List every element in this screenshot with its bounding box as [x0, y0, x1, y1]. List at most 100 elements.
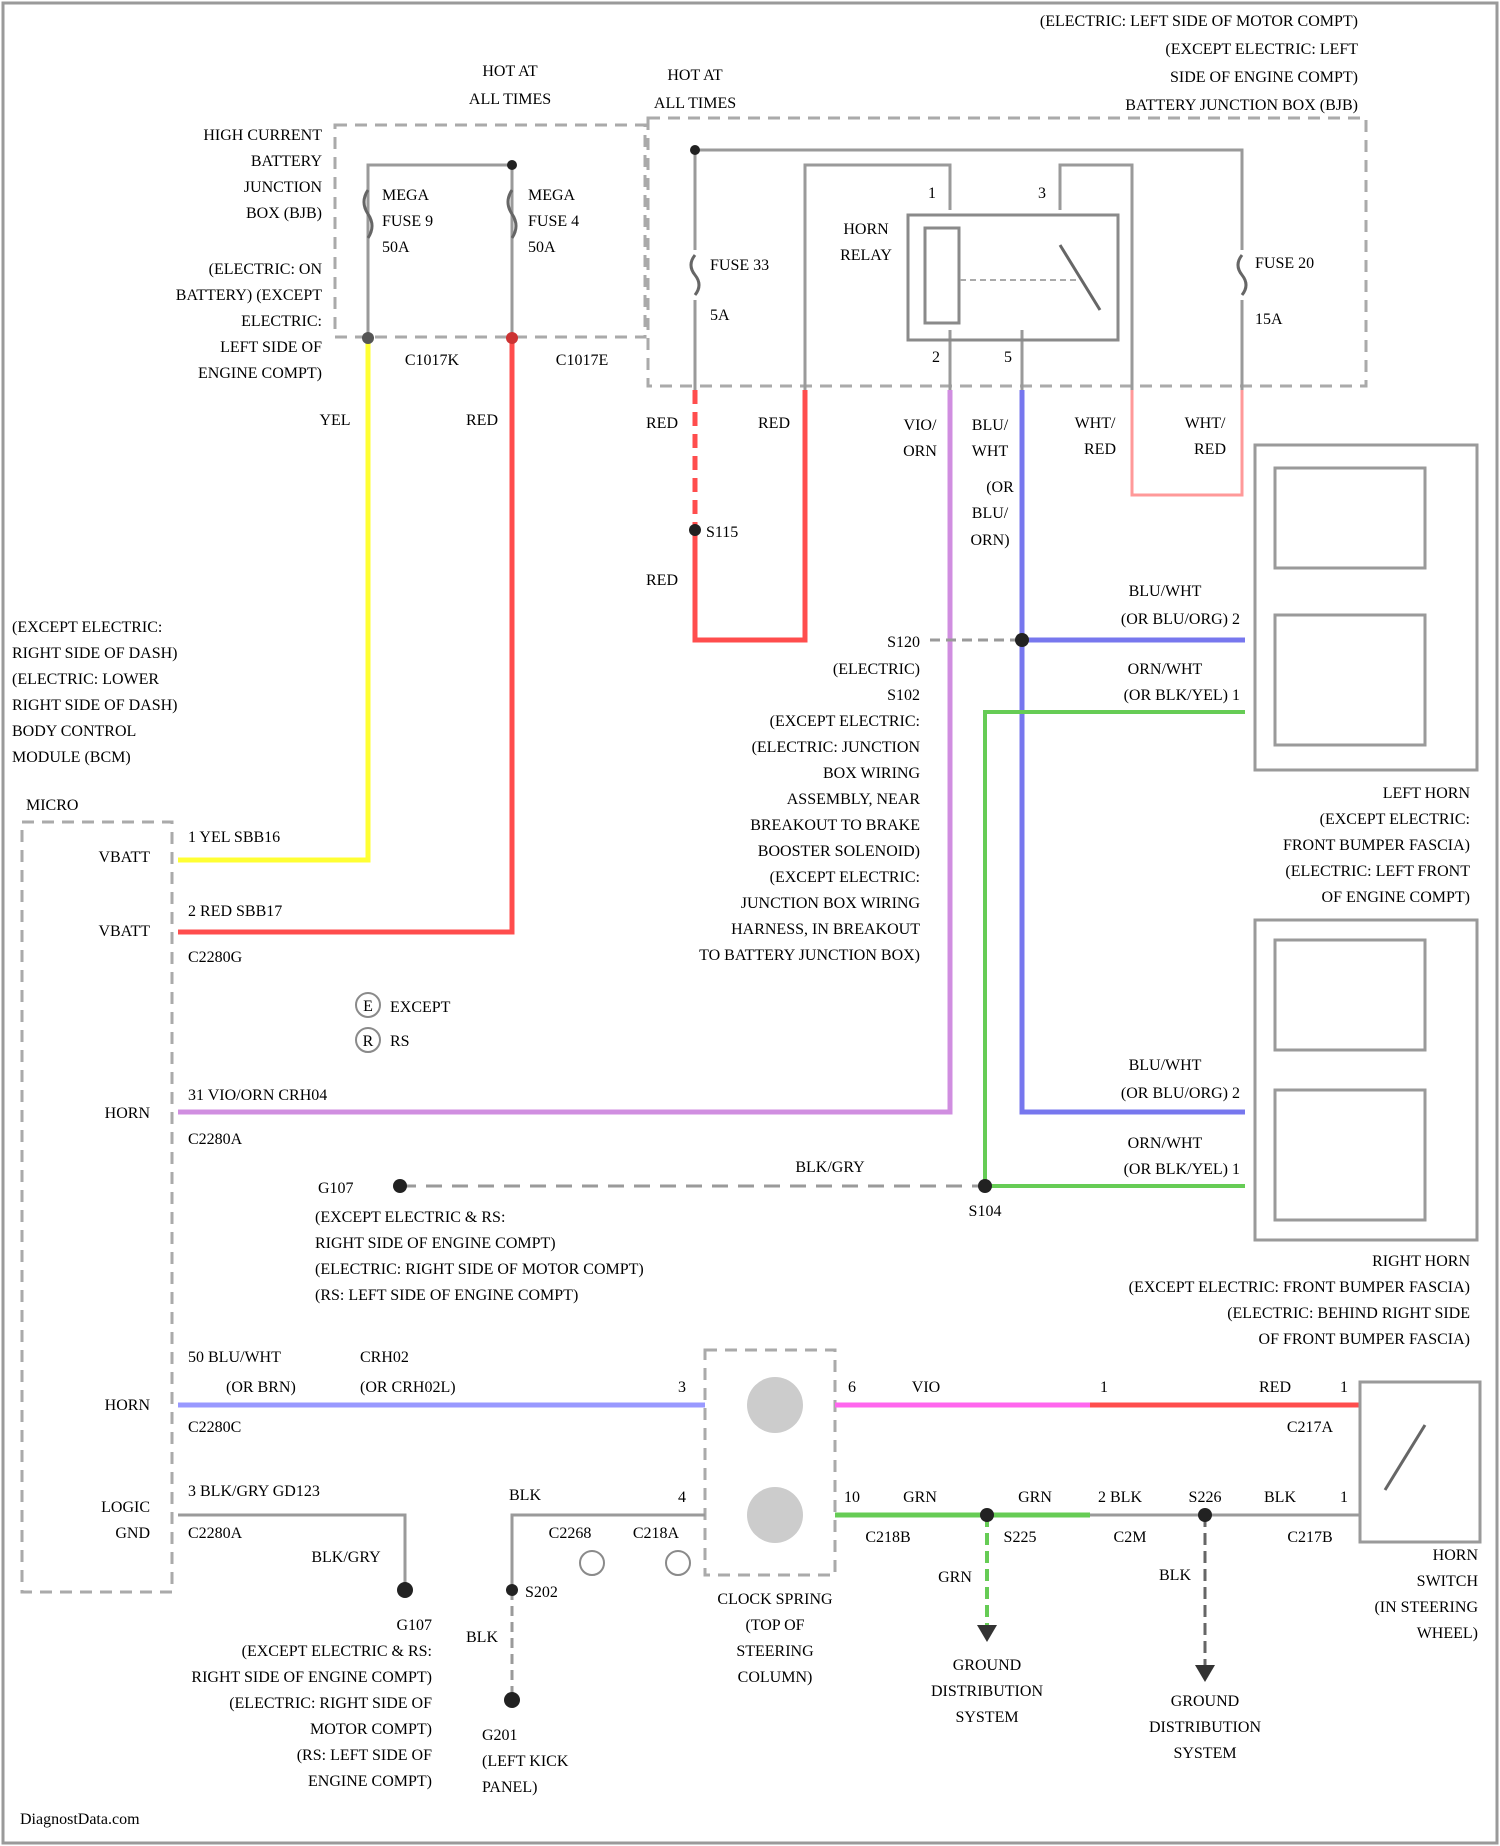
wire-label-vio2: VIO — [912, 1379, 940, 1396]
conn-c2280a: C2280A — [188, 1131, 243, 1148]
wire-label-blk4: BLK — [466, 1629, 498, 1646]
clock-spring-upper — [747, 1377, 803, 1433]
splice-note-11: HARNESS, IN BREAKOUT — [731, 921, 920, 938]
splice-s115 — [689, 524, 701, 536]
conn-c218a: C218A — [633, 1525, 680, 1542]
g201-1: G201 — [482, 1727, 518, 1744]
except-marker-letter: E — [363, 998, 373, 1015]
mega4-2: FUSE 4 — [528, 213, 579, 230]
right-horn-lower — [1275, 1090, 1425, 1220]
wire-label-red2: RED — [646, 415, 678, 432]
splice-s225 — [980, 1508, 994, 1522]
splice-note-7: BREAKOUT TO BRAKE — [750, 817, 920, 834]
g107-bottom: G107 — [396, 1617, 432, 1634]
bcm-4: RIGHT SIDE OF DASH) — [12, 697, 178, 714]
right-horn-outline — [1255, 920, 1477, 1240]
hcbjb-2: BATTERY — [251, 153, 323, 170]
hdr-bjb: BATTERY JUNCTION BOX (BJB) — [1125, 97, 1358, 114]
right-horn-2: (EXCEPT ELECTRIC: FRONT BUMPER FASCIA) — [1129, 1279, 1470, 1296]
splice-note-9: (EXCEPT ELECTRIC: — [770, 869, 920, 886]
bcm-1: (EXCEPT ELECTRIC: — [12, 619, 162, 636]
bcm-6: MODULE (BCM) — [12, 749, 131, 766]
splice-note-5: BOX WIRING — [823, 765, 920, 782]
wire-label-whtred2b: RED — [1194, 441, 1226, 458]
pin31-vio: 31 VIO/ORN CRH04 — [188, 1087, 327, 1104]
hcbjb-4: BOX (BJB) — [246, 205, 322, 222]
splice-s120 — [1015, 633, 1029, 647]
g107-bottom-4: MOTOR COMPT) — [310, 1721, 432, 1738]
except-label: EXCEPT — [390, 999, 451, 1016]
blkgry-mid: BLK/GRY — [795, 1159, 865, 1176]
horn-switch-2: SWITCH — [1417, 1573, 1479, 1590]
splice-note-12: TO BATTERY JUNCTION BOX) — [699, 947, 920, 964]
bcm-5: BODY CONTROL — [12, 723, 136, 740]
right-horn-1: RIGHT HORN — [1372, 1253, 1470, 1270]
right-horn-4: OF FRONT BUMPER FASCIA) — [1259, 1331, 1470, 1348]
hcbjb-6: BATTERY) (EXCEPT — [176, 287, 322, 304]
pin1-yel: 1 YEL SBB16 — [188, 829, 280, 846]
relay-pin5: 5 — [1004, 349, 1012, 366]
g201-2: (LEFT KICK — [482, 1753, 569, 1770]
crh02-a: CRH02 — [360, 1349, 409, 1366]
bcm-2: RIGHT SIDE OF DASH) — [12, 645, 178, 662]
c1017e: C1017E — [556, 352, 608, 369]
cs-pin4: 4 — [678, 1489, 686, 1506]
splice-s226 — [1198, 1508, 1212, 1522]
wire-label-wht: WHT — [972, 443, 1009, 460]
mega9-3: 50A — [382, 239, 410, 256]
conn-c2280c: C2280C — [188, 1419, 241, 1436]
g107-top-2: RIGHT SIDE OF ENGINE COMPT) — [315, 1235, 556, 1252]
high-current-bjb-box — [335, 125, 645, 337]
rh-bluwht: BLU/WHT — [1129, 1057, 1202, 1074]
conn-c218b: C218B — [865, 1529, 910, 1546]
c2268-marker — [580, 1551, 604, 1575]
g201-3: PANEL) — [482, 1779, 537, 1796]
mega4-1: MEGA — [528, 187, 576, 204]
horn-switch-1: HORN — [1433, 1547, 1479, 1564]
splice-note-4: (ELECTRIC: JUNCTION — [752, 739, 921, 756]
rh-blkyel: (OR BLK/YEL) 1 — [1124, 1161, 1240, 1178]
hcbjb-8: LEFT SIDE OF — [220, 339, 322, 356]
bcm-vbatt1: VBATT — [98, 849, 150, 866]
wire-label-blk3: BLK — [1159, 1567, 1191, 1584]
rs-label: RS — [390, 1033, 410, 1050]
lh-ornwht: ORN/WHT — [1128, 661, 1203, 678]
gnd1-1: GROUND — [953, 1657, 1021, 1674]
splice-s104-label: S104 — [969, 1203, 1002, 1220]
mega4-3: 50A — [528, 239, 556, 256]
horn-relay-box — [908, 215, 1118, 340]
wire-label-grn3: GRN — [938, 1569, 972, 1586]
horn-relay-coil — [925, 228, 959, 323]
splice-note-8: BOOSTER SOLENOID) — [758, 843, 920, 860]
g107-top-1: (EXCEPT ELECTRIC & RS: — [315, 1209, 505, 1226]
c218a-marker — [666, 1551, 690, 1575]
left-horn-2: (EXCEPT ELECTRIC: — [1320, 811, 1470, 828]
hot-all-2: ALL TIMES — [654, 95, 736, 112]
hdr-except-left: (EXCEPT ELECTRIC: LEFT — [1165, 41, 1358, 58]
wire-label-yel: YEL — [319, 412, 350, 429]
pin-1a: 1 — [1100, 1379, 1108, 1396]
bcm-logic: LOGIC — [101, 1499, 150, 1516]
fuse-33 — [691, 255, 699, 295]
g107-top-4: (RS: LEFT SIDE OF ENGINE COMPT) — [315, 1287, 578, 1304]
bcm-vbatt2: VBATT — [98, 923, 150, 940]
pin50-a: 50 BLU/WHT — [188, 1349, 281, 1366]
wire-label-blkgry2: BLK/GRY — [311, 1549, 381, 1566]
crh02-b: (OR CRH02L) — [360, 1379, 456, 1396]
pin50-b: (OR BRN) — [226, 1379, 296, 1396]
wire-label-red1: RED — [466, 412, 498, 429]
lh-bluwht: BLU/WHT — [1129, 583, 1202, 600]
conn-c2m: C2M — [1114, 1529, 1147, 1546]
wire-label-red3: RED — [758, 415, 790, 432]
splice-note-2: S102 — [887, 687, 920, 704]
left-horn-3: FRONT BUMPER FASCIA) — [1283, 837, 1470, 854]
hcbjb-1: HIGH CURRENT — [203, 127, 322, 144]
fuse33-label: FUSE 33 — [710, 257, 769, 274]
wire-label-whtred2a: WHT/ — [1185, 415, 1226, 432]
splice-note-3: (EXCEPT ELECTRIC: — [770, 713, 920, 730]
mega9-1: MEGA — [382, 187, 430, 204]
hot-all-1: ALL TIMES — [469, 91, 551, 108]
splice-note-1: (ELECTRIC) — [833, 661, 920, 678]
